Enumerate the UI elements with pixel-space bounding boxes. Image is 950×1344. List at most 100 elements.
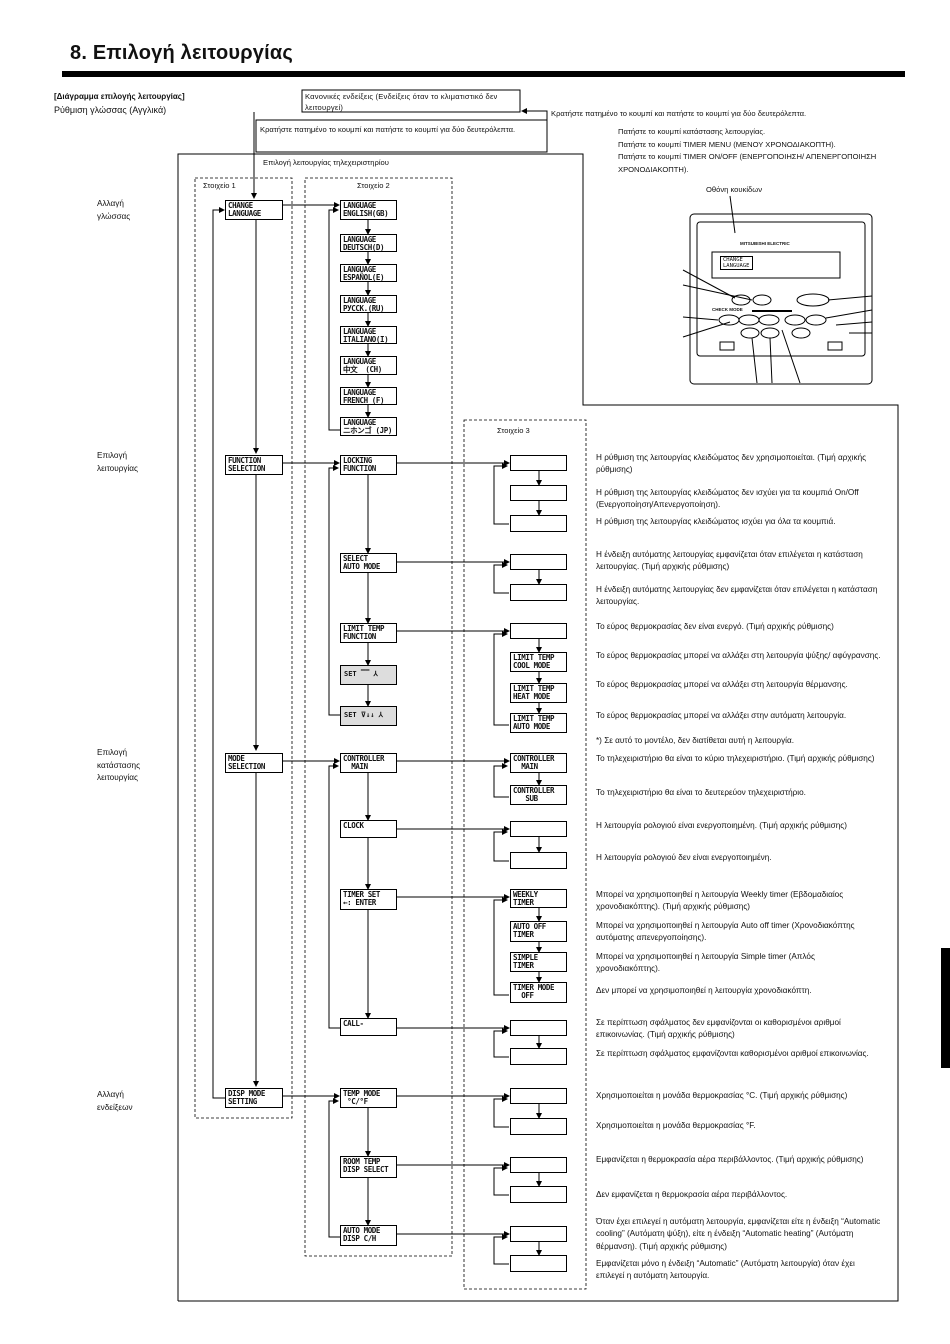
hold-instruction-left: Κρατήστε πατημένο το κουμπί και πατήστε …: [260, 125, 516, 134]
lcd-function-selection: FUNCTION SELECTION: [225, 455, 283, 475]
cool-range-icon: ▔▔ ⅄: [360, 670, 378, 678]
desc-controller-sub: Το τηλεχειριστήριο θα είναι το δευτερεύο…: [596, 788, 806, 797]
desc-auto-off-timer: Μπορεί να χρησιμοποιηθεί η λειτουργία Au…: [596, 921, 855, 943]
desc-temp-heat: Το εύρος θερμοκρασίας μπορεί να αλλάξει …: [596, 680, 848, 689]
desc-lock-all: Η ρύθμιση της λειτουργίας κλειδώματος ισ…: [596, 517, 836, 526]
desc-lock-off: Η ρύθμιση της λειτουργίας κλειδώματος δε…: [596, 453, 867, 475]
remote-screen: CHANGE LANGUAGE: [720, 256, 753, 270]
lcd-language-espanol: LANGUAGE ESPAÑOL(E): [340, 264, 397, 282]
lcd-timer-mode-off: TIMER MODE OFF: [510, 982, 567, 1003]
lcd-item3-blank: [510, 485, 567, 501]
press-instructions: Πατήστε το κουμπί κατάστασης λειτουργίας…: [618, 126, 908, 176]
normal-display-label: Κανονικές ενδείξεις (Ενδείξεις όταν το κ…: [305, 92, 498, 112]
remote-screen-line1: CHANGE: [723, 257, 743, 263]
lcd-mode-selection: MODE SELECTION: [225, 753, 283, 773]
lcd-item3-blank: [510, 515, 567, 532]
desc-simple-timer: Μπορεί να χρησιμοποιηθεί η λειτουργία Si…: [596, 952, 815, 974]
lcd-item3-blank: [510, 1020, 567, 1036]
desc-auto-hide: Η ένδειξη αυτόματης λειτουργίας δεν εμφα…: [596, 585, 878, 607]
desc-clock-on: Η λειτουργία ρολογιού είναι ενεργοποιημέ…: [596, 821, 847, 830]
item1-label: Στοιχείο 1: [203, 181, 236, 190]
lcd-select-auto-mode: SELECT AUTO MODE: [340, 553, 397, 573]
lcd-controller-main: CONTROLLER MAIN: [340, 753, 397, 773]
lcd-item3-blank: [510, 1255, 567, 1272]
lcd-item3-blank: [510, 455, 567, 471]
desc-controller-main: Το τηλεχειριστήριο θα είναι το κύριο τηλ…: [596, 754, 875, 763]
side-label-function: Επιλογή λειτουργίας: [97, 451, 138, 473]
lcd-room-temp: ROOM TEMP DISP SELECT: [340, 1156, 397, 1178]
lcd-item3-blank: [510, 1118, 567, 1135]
desc-temp-auto: Το εύρος θερμοκρασίας μπορεί να αλλάξει …: [596, 711, 847, 720]
lcd-item3-blank: [510, 1048, 567, 1065]
lcd-limit-temp-function: LIMIT TEMP FUNCTION: [340, 623, 397, 643]
lcd-limit-cool-mode: LIMIT TEMP COOL MODE: [510, 652, 567, 672]
diagram-title: [Διάγραμμα επιλογής λειτουργίας]: [54, 92, 185, 101]
lcd-item3-blank: [510, 1157, 567, 1173]
lcd-auto-mode-disp: AUTO MODE DISP C/H: [340, 1225, 397, 1246]
lcd-clock: CLOCK: [340, 820, 397, 838]
desc-unit-f: Χρησιμοποιείται η μονάδα θερμοκρασίας °F…: [596, 1121, 756, 1130]
lcd-controller-main-3: CONTROLLER MAIN: [510, 753, 567, 773]
lcd-language-italiano: LANGUAGE ITALIANO(I): [340, 326, 397, 344]
desc-clock-off: Η λειτουργία ρολογιού δεν είναι ενεργοπο…: [596, 853, 772, 862]
lcd-auto-off-timer: AUTO OFF TIMER: [510, 921, 567, 942]
desc-call-hide: Σε περίπτωση σφάλματος δεν εμφανίζονται …: [596, 1018, 841, 1040]
lcd-timer-set: TIMER SET ←: ENTER: [340, 889, 397, 910]
lcd-language-russian: LANGUAGE РУССК.(RU): [340, 295, 397, 313]
lcd-item3-blank: [510, 1186, 567, 1203]
lcd-language-english: LANGUAGE ENGLISH(GB): [340, 200, 397, 220]
desc-lock-onoff: Η ρύθμιση της λειτουργίας κλειδώματος δε…: [596, 488, 859, 510]
item3-label: Στοιχείο 3: [497, 426, 530, 435]
side-label-display: Αλλαγή ενδείξεων: [97, 1090, 133, 1112]
side-label-language: Αλλαγή γλώσσας: [97, 199, 131, 221]
lcd-item3-blank: [510, 623, 567, 639]
lcd-item3-blank: [510, 584, 567, 601]
remote-brand: MITSUBISHI ELECTRIC: [740, 241, 790, 246]
title-rule: [62, 71, 905, 77]
desc-room-temp-show: Εμφανίζεται η θερμοκρασία αέρα περιβάλλο…: [596, 1155, 864, 1164]
language-setting-label: Ρύθμιση γλώσσας (Αγγλικά): [54, 105, 167, 115]
page-title: 8. Επιλογή λειτουργίας: [70, 42, 293, 64]
lcd-language-japanese: LANGUAGE ニホンゴ (JP): [340, 417, 397, 436]
press-timer-menu: Πατήστε το κουμπί TIMER MENU (ΜΕΝΟΥ ΧΡΟΝ…: [618, 139, 836, 149]
desc-temp-off: Το εύρος θερμοκρασίας δεν είναι ενεργό. …: [596, 622, 834, 631]
lcd-temp-mode: TEMP MODE °C/°F: [340, 1088, 397, 1108]
remote-screen-line2: LANGUAGE: [723, 263, 750, 269]
check-mode-label: CHECK MODE: [712, 307, 743, 312]
heat-range-icon: ⊽↓↓ ⅄: [360, 711, 383, 719]
side-label-mode: Επιλογή κατάστασης λειτουργίας: [97, 748, 141, 782]
lcd-limit-auto-mode: LIMIT TEMP AUTO MODE: [510, 713, 567, 733]
lcd-set-heat-icon: SET ⊽↓↓ ⅄: [340, 706, 397, 726]
press-mode: Πατήστε το κουμπί κατάστασης λειτουργίας…: [618, 127, 766, 136]
lcd-controller-sub: CONTROLLER SUB: [510, 785, 567, 805]
lcd-item3-blank: [510, 821, 567, 837]
lcd-limit-heat-mode: LIMIT TEMP HEAT MODE: [510, 683, 567, 703]
desc-temp-cool: Το εύρος θερμοκρασίας μπορεί να αλλάξει …: [596, 651, 881, 660]
lcd-weekly-timer: WEEKLY TIMER: [510, 889, 567, 908]
lcd-item3-blank: [510, 1226, 567, 1242]
desc-auto-only: Εμφανίζεται μόνο η ένδειξη “Automatic” (…: [596, 1259, 855, 1281]
desc-call-show: Σε περίπτωση σφάλματος εμφανίζονται καθο…: [596, 1049, 869, 1058]
desc-timer-off: Δεν μπορεί να χρησιμοποιηθεί η λειτουργί…: [596, 986, 812, 995]
lcd-disp-mode-setting: DISP MODE SETTING: [225, 1088, 283, 1108]
desc-unit-c: Χρησιμοποιείται η μονάδα θερμοκρασίας °C…: [596, 1091, 848, 1100]
lcd-change-language: CHANGE LANGUAGE: [225, 200, 283, 220]
lcd-set-cool-icon: SET ▔▔ ⅄: [340, 665, 397, 685]
dot-display-label: Οθόνη κουκίδων: [706, 185, 763, 194]
lcd-locking-function: LOCKING FUNCTION: [340, 455, 397, 475]
lcd-language-deutsch: LANGUAGE DEUTSCH(D): [340, 234, 397, 252]
lcd-item3-blank: [510, 852, 567, 869]
lcd-item3-blank: [510, 1088, 567, 1104]
item2-label: Στοιχείο 2: [357, 181, 390, 190]
desc-not-available: *) Σε αυτό το μοντέλο, δεν διατίθεται αυ…: [596, 736, 794, 745]
lcd-simple-timer: SIMPLE TIMER: [510, 952, 567, 972]
lcd-call: CALL-: [340, 1018, 397, 1036]
lcd-language-chinese: LANGUAGE 中文 (CH): [340, 356, 397, 375]
press-timer-onoff: Πατήστε το κουμπί TIMER ON/OFF (ΕΝΕΡΓΟΠΟ…: [618, 152, 877, 174]
section-tab: [941, 948, 950, 1068]
desc-weekly-timer: Μπορεί να χρησιμοποιηθεί η λειτουργία We…: [596, 890, 844, 912]
desc-auto-ch-show: Όταν έχει επιλεγεί η αυτόματη λειτουργία…: [596, 1217, 881, 1251]
lcd-item3-blank: [510, 554, 567, 570]
hold-instruction-right: Κρατήστε πατημένο το κουμπί και πατήστε …: [551, 109, 807, 118]
